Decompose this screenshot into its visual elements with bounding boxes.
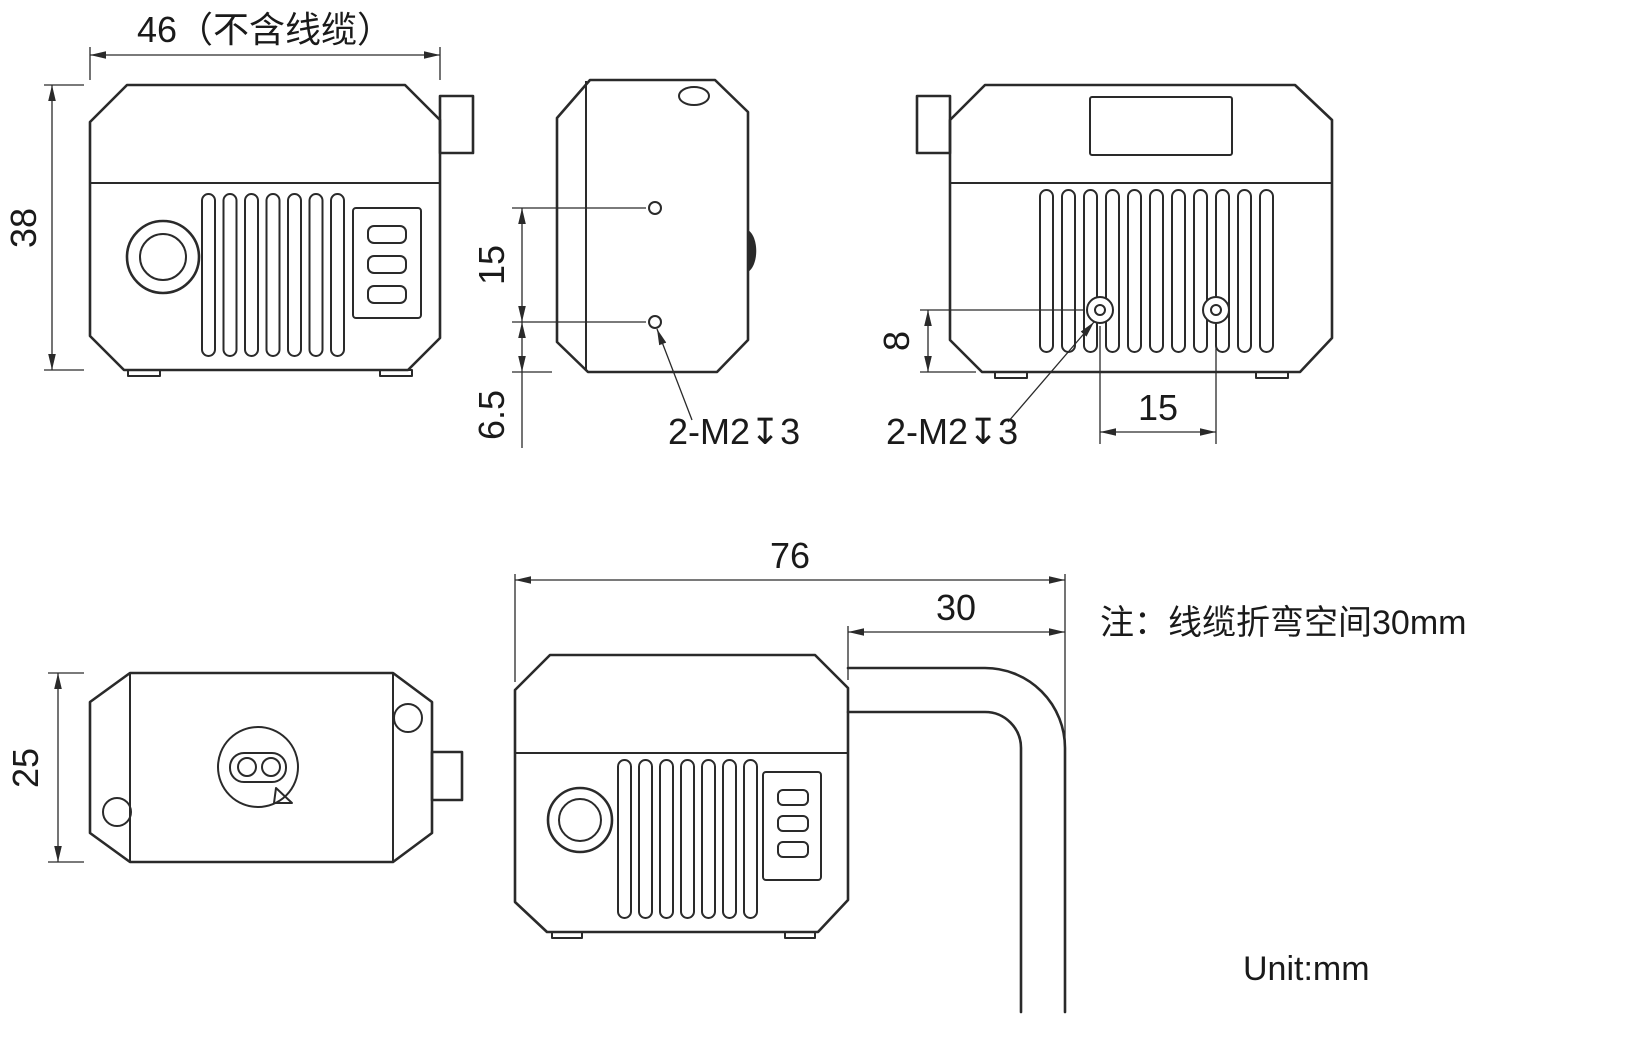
vent-slat [330, 193, 345, 357]
vent-slat [638, 759, 653, 919]
tapped-hole [1094, 304, 1106, 316]
device-body-outline [88, 83, 442, 372]
rear-view: 8 15 2-M2↧3 [876, 83, 1334, 452]
vent-slat [1105, 189, 1120, 353]
vent-slat [680, 759, 695, 919]
vent-slat [1127, 189, 1142, 353]
cable-outer-edge [846, 666, 1067, 1014]
side-view: 15 6.5 2-M2↧3 [471, 78, 800, 452]
front-view: 46（不含线缆） 38 [3, 9, 475, 377]
dim-top-depth: 25 [5, 748, 46, 788]
dim-side-hole-bottom: 6.5 [471, 390, 512, 440]
vent-slat [1215, 189, 1230, 353]
cable-connector-stub [915, 94, 952, 155]
dual-hole-slot [229, 752, 287, 783]
vent-slat [308, 193, 324, 357]
dim-front-height: 38 [3, 208, 44, 248]
vent-slat [659, 759, 674, 919]
top-slot [678, 86, 710, 106]
front-view-with-cable: 76 30 [513, 535, 1067, 1014]
mounting-foot [1255, 371, 1289, 379]
vent-slat [743, 759, 758, 919]
orientation-mark [273, 787, 293, 804]
vent-slat [617, 759, 632, 919]
vent-slat [222, 193, 238, 357]
indicator-led [777, 815, 809, 832]
side-seal-bump [748, 230, 757, 272]
leader-line [656, 328, 693, 421]
vent-slat [287, 193, 302, 357]
lens-inner-ring [139, 233, 187, 281]
tapped-hole [648, 201, 662, 215]
annotations: 注：线缆折弯空间30mm Unit:mm [1100, 604, 1466, 988]
thread-callout-rear: 2-M2↧3 [886, 411, 1018, 452]
vent-slat [1237, 189, 1252, 353]
device-body-outline [948, 83, 1334, 374]
vent-slat [201, 193, 216, 357]
device-body-outline [88, 671, 434, 864]
slot-hole [261, 757, 281, 777]
vent-slat [1193, 189, 1208, 353]
indicator-panel [352, 207, 422, 319]
indicator-panel [762, 771, 822, 881]
lens-outer-ring [546, 786, 614, 854]
vent-slat [1259, 189, 1274, 353]
unit-label: Unit:mm [1243, 950, 1370, 988]
cable-inner-edge [846, 710, 1023, 1014]
indicator-led [367, 225, 407, 244]
dim-cable-bend: 30 [936, 587, 976, 628]
dim-front-width: 46（不含线缆） [137, 9, 393, 50]
vent-slat [265, 193, 281, 357]
leader-line [1007, 321, 1095, 423]
device-body-outline [513, 653, 850, 934]
top-view: 25 [5, 671, 464, 864]
indicator-led [367, 285, 407, 304]
cable-bend-note: 注：线缆折弯空间30mm [1100, 604, 1466, 642]
vent-slat [1171, 189, 1186, 353]
vent-slat [722, 759, 737, 919]
label-recess [1089, 96, 1233, 156]
dim-side-hole-spacing: 15 [471, 245, 512, 285]
vent-slat [1039, 189, 1054, 353]
tapped-hole [1210, 304, 1222, 316]
mounting-foot [994, 371, 1028, 379]
vent-slat [1083, 189, 1098, 353]
dim-cable-total: 76 [770, 535, 810, 576]
thread-callout-side: 2-M2↧3 [668, 411, 800, 452]
dim-rear-hole-spacing: 15 [1138, 387, 1178, 428]
cable-connector-stub [438, 94, 475, 155]
lens-inner-ring [558, 798, 602, 842]
mounting-foot [127, 369, 161, 377]
indicator-led [777, 789, 809, 806]
vent-slat [1149, 189, 1164, 353]
corner-hole [393, 703, 423, 733]
lens-outer-ring [125, 219, 201, 295]
tapped-hole [648, 315, 662, 329]
corner-hole [102, 797, 132, 827]
indicator-led [777, 841, 809, 858]
vent-slat [701, 759, 716, 919]
mounting-foot [551, 931, 583, 939]
cable-connector-stub [430, 750, 464, 802]
indicator-led [367, 255, 407, 274]
slot-hole [237, 757, 257, 777]
dim-rear-hole-height: 8 [876, 331, 917, 351]
mounting-foot [784, 931, 816, 939]
top-boss-circle [217, 726, 299, 808]
vent-slat [244, 193, 259, 357]
device-body-outline [555, 78, 750, 374]
vent-slat [1061, 189, 1076, 353]
mounting-foot [379, 369, 413, 377]
